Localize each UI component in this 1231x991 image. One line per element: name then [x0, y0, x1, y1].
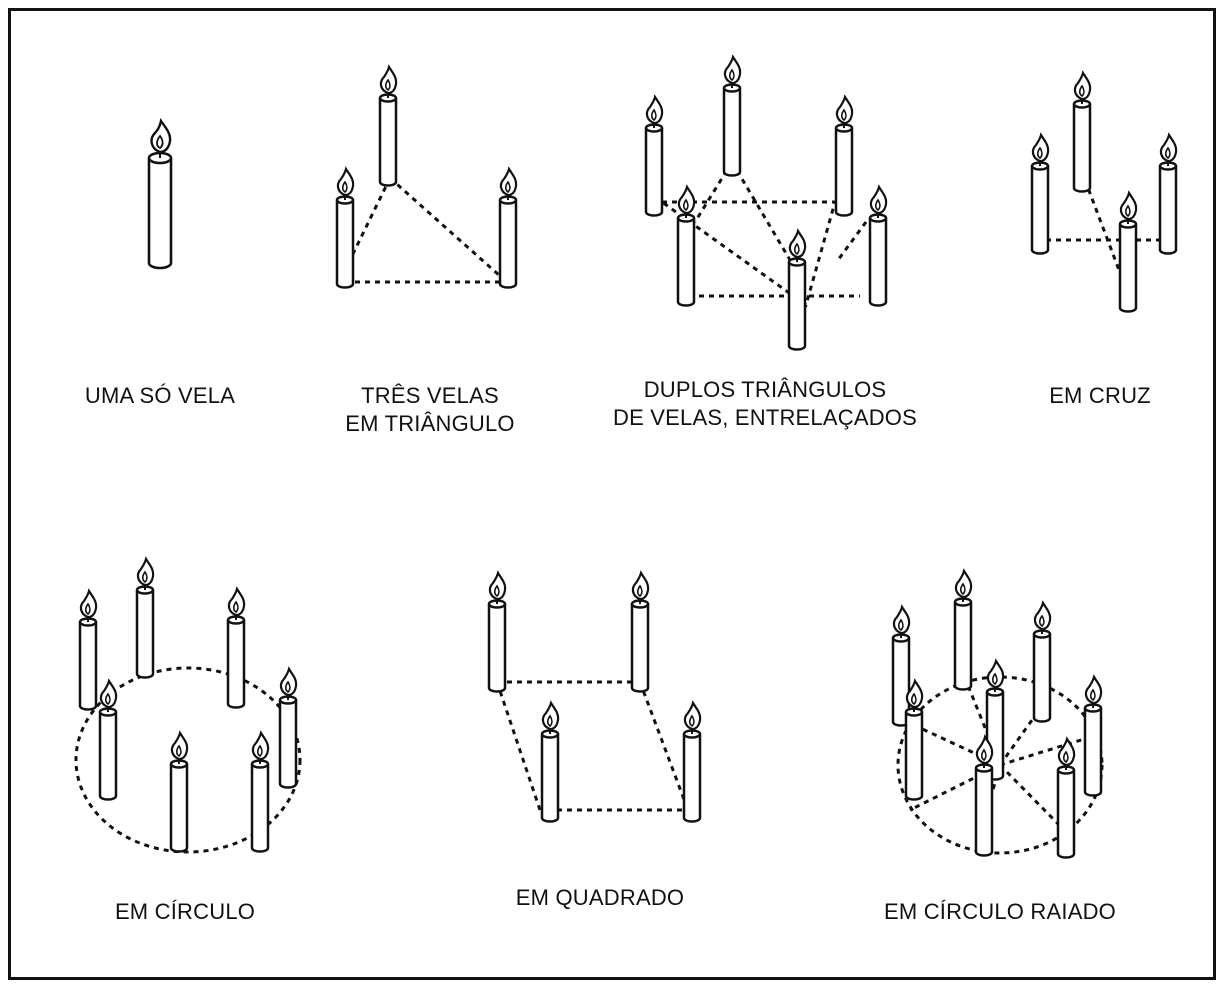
candle-icon	[682, 701, 702, 823]
candle-icon	[868, 185, 888, 307]
candle-icon	[378, 65, 398, 187]
rayed-circle-figure	[891, 569, 1104, 859]
label-cross: EM CRUZ	[1049, 383, 1151, 408]
candle-icon	[98, 679, 118, 801]
candle-icon	[487, 571, 507, 693]
triangle-figure	[335, 65, 518, 289]
double-triangle-figure	[644, 55, 888, 351]
candle-icon	[1083, 675, 1103, 797]
candle-icon	[1056, 737, 1076, 859]
candle-icon	[1032, 601, 1052, 723]
candle-icon	[722, 55, 742, 177]
candle-icon	[834, 95, 854, 217]
candle-icon	[630, 571, 650, 693]
diagram-frame	[8, 8, 1216, 980]
candle-icon	[226, 587, 246, 709]
triangle-dotted-lines	[345, 176, 501, 284]
candle-icon	[891, 605, 911, 727]
label-single-candle: UMA SÓ VELA	[84, 383, 236, 408]
candle-icon	[904, 679, 924, 801]
candle-icon	[498, 167, 518, 289]
candle-icon	[278, 667, 298, 789]
circle-dotted-line	[74, 666, 302, 854]
cross-dotted-lines	[1046, 179, 1162, 279]
rayed-circle-spokes	[902, 677, 1095, 851]
candle-icon	[1118, 191, 1138, 313]
square-figure	[487, 571, 702, 823]
label-rayed-circle: EM CÍRCULO RAIADO	[884, 899, 1116, 924]
circle-figure	[74, 557, 302, 854]
candle-icon	[169, 731, 189, 853]
candle-icon	[335, 167, 355, 289]
label-square: EM QUADRADO	[515, 885, 685, 910]
candle-icon	[78, 589, 98, 711]
label-circle: EM CÍRCULO	[114, 899, 256, 924]
cross-figure	[1030, 71, 1178, 313]
candle-icon	[1030, 133, 1050, 255]
candle-icon	[250, 731, 270, 853]
single-candle-figure	[147, 119, 173, 270]
candle-icon	[135, 557, 155, 679]
label-double-triangle: DUPLOS TRIÂNGULOS DE VELAS, ENTRELAÇADOS	[613, 377, 917, 430]
label-triangle: TRÊS VELAS EM TRIÂNGULO	[345, 383, 515, 436]
candle-icon	[974, 735, 994, 857]
candle-icon	[953, 569, 973, 691]
candle-icon	[1158, 133, 1178, 255]
candle-icon	[1072, 71, 1092, 193]
candle-icon	[644, 95, 664, 217]
square-dotted-lines	[495, 680, 690, 812]
candle-icon	[676, 185, 696, 307]
candle-icon	[540, 701, 560, 823]
candle-icon	[147, 119, 173, 270]
candle-icon	[787, 229, 807, 351]
